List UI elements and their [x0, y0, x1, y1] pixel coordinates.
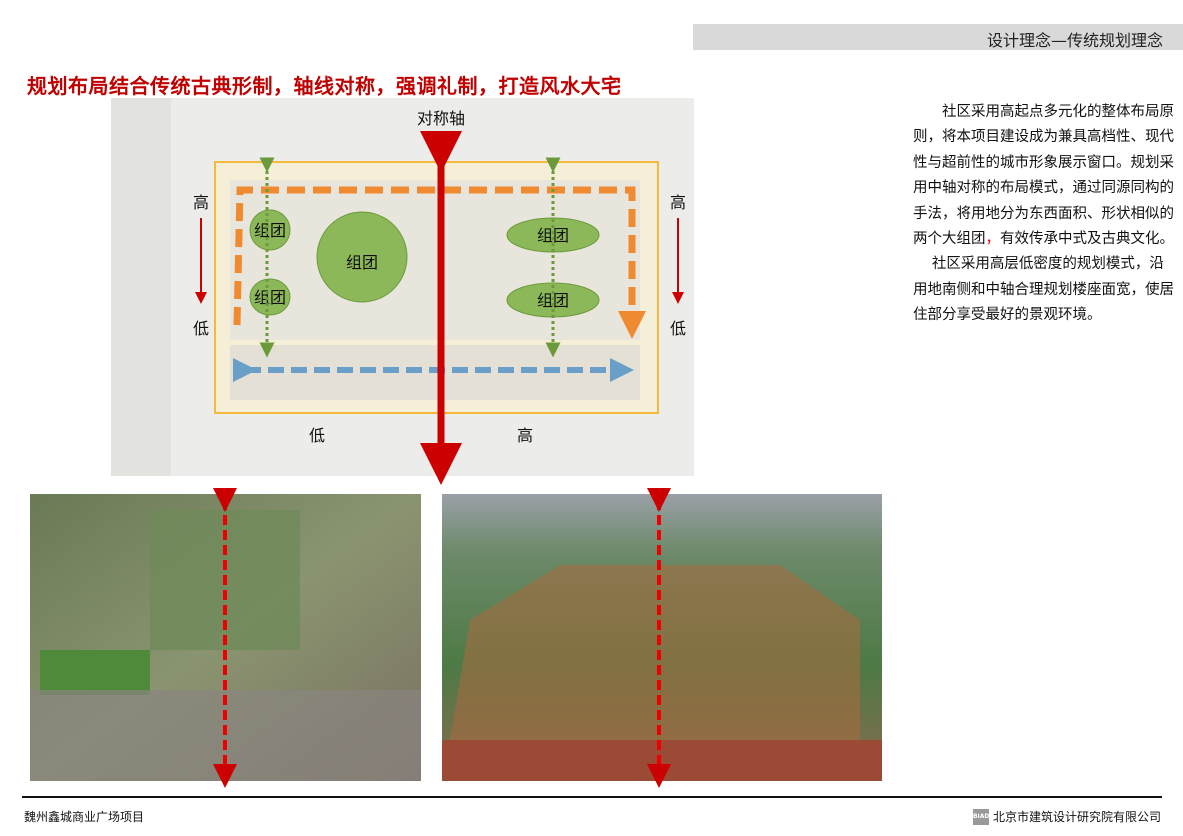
cluster-shape — [316, 211, 408, 303]
slide-title: 规划布局结合传统古典形制，轴线对称，强调礼制，打造风水大宅 — [27, 74, 622, 98]
section-title: 设计理念—传统规划理念 — [986, 31, 1163, 50]
cluster-label: 组团 — [254, 221, 286, 240]
label-left-high: 高 — [193, 193, 209, 212]
label-bottom-low: 低 — [309, 426, 325, 445]
footer-project-name: 魏州鑫城商业广场项目 — [24, 810, 145, 824]
company-logo: BIAD — [972, 808, 989, 825]
label-bottom-high: 高 — [517, 426, 533, 445]
company-name: 北京市建筑设计研究院有限公司 — [992, 810, 1161, 824]
cluster-label: 组团 — [537, 226, 569, 245]
axis-label: 对称轴 — [417, 109, 465, 128]
label-left-low: 低 — [193, 319, 209, 338]
footer-divider — [22, 796, 1162, 798]
label-right-low: 低 — [670, 319, 686, 338]
cluster-label: 组团 — [346, 253, 378, 272]
section-header-bar: 设计理念—传统规划理念 — [693, 24, 1183, 50]
cluster-label: 组团 — [254, 288, 286, 307]
description-text: 社区采用高起点多元化的整体布局原则，将本项目建设成为兼具高档性、现代性与超前性的… — [913, 104, 1174, 324]
label-right-high: 高 — [670, 193, 686, 212]
height-gradient-arrow — [233, 186, 646, 339]
